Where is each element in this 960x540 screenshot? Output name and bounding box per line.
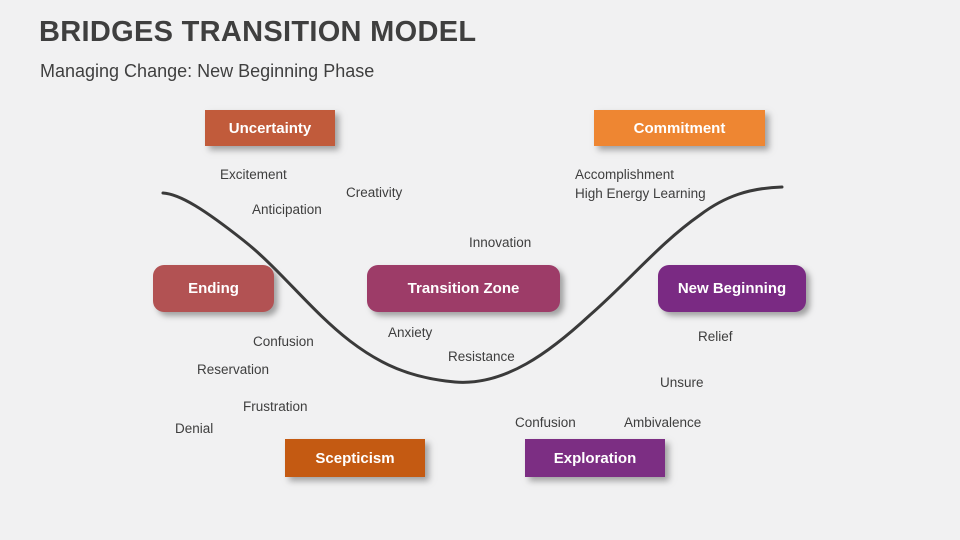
transition-curve-path <box>161 185 784 384</box>
phase-box-label: New Beginning <box>677 280 787 297</box>
emotion-label-creativity: Creativity <box>346 185 403 200</box>
phase-box-transition-zone: Transition Zone <box>367 265 560 312</box>
emotion-label-resistance: Resistance <box>448 349 515 364</box>
emotion-label-anxiety: Anxiety <box>388 325 433 340</box>
page-subtitle: Managing Change: New Beginning Phase <box>40 61 375 81</box>
emotion-label-high-energy-learning: High Energy Learning <box>575 186 706 201</box>
phase-box-label: Transition Zone <box>407 280 520 297</box>
emotion-label-excitement: Excitement <box>220 167 287 182</box>
emotion-label-ambivalence: Ambivalence <box>624 415 702 430</box>
emotion-label-relief: Relief <box>698 329 733 344</box>
emotion-label-reservation: Reservation <box>197 362 270 377</box>
phase-box-exploration: Exploration <box>525 439 665 477</box>
phase-box-commitment: Commitment <box>594 110 765 146</box>
page-title: BRIDGES TRANSITION MODEL <box>39 16 477 48</box>
emotion-label-denial: Denial <box>175 421 214 436</box>
emotion-label-accomplishment: Accomplishment <box>575 167 675 182</box>
emotion-label-confusion-left: Confusion <box>253 334 314 349</box>
emotion-label-frustration: Frustration <box>243 399 308 414</box>
phase-box-scepticism: Scepticism <box>285 439 425 477</box>
phase-box-label: Exploration <box>553 449 637 467</box>
emotion-label-innovation: Innovation <box>469 235 532 250</box>
phase-box-label: Scepticism <box>315 449 395 467</box>
phase-box-label: Uncertainty <box>228 119 312 137</box>
phase-box-uncertainty: Uncertainty <box>205 110 335 146</box>
phase-box-label: Commitment <box>633 119 726 137</box>
phase-box-ending: Ending <box>153 265 274 312</box>
emotion-label-confusion-right: Confusion <box>515 415 576 430</box>
emotion-label-anticipation: Anticipation <box>252 202 322 217</box>
emotion-label-unsure: Unsure <box>660 375 704 390</box>
phase-box-new-beginning: New Beginning <box>658 265 806 312</box>
phase-box-label: Ending <box>188 280 239 297</box>
